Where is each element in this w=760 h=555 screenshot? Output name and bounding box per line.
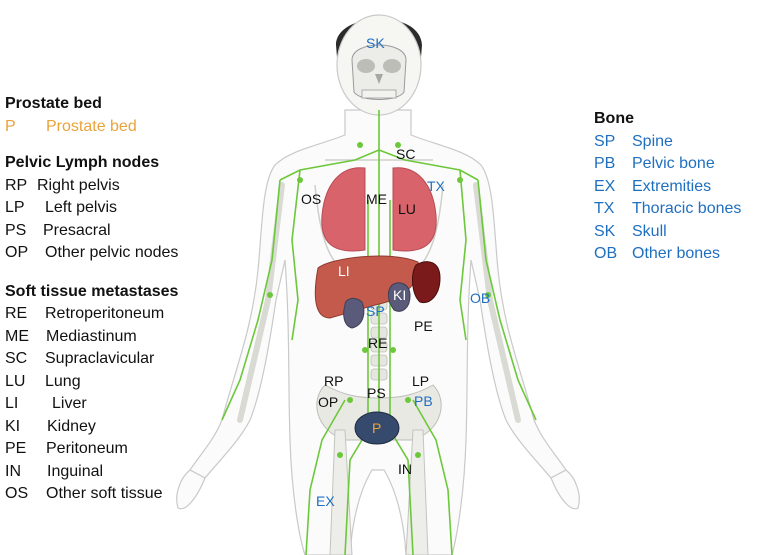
legend-row-ex: EX Extremities [594,176,741,199]
legend-name: Other pelvic nodes [45,244,179,261]
legend-heading-soft-tissue: Soft tissue metastases [5,282,179,300]
legend-heading-bone: Bone [594,110,634,127]
kidneys [343,282,411,329]
label-sk: SK [366,35,385,51]
legend-code: TX [594,200,615,217]
legend-code: EX [594,177,616,195]
legend-right: Bone SP Spine PB Pelvic bone EX Extremities… [594,108,741,266]
legend-name: Extremities [632,177,712,195]
label-ex: EX [316,493,335,509]
legend-row-in: IN Inguinal [5,461,178,484]
legend-code: OP [5,244,29,261]
legend-row-os: OS Other soft tissue [5,483,178,506]
legend-name: Spine [632,132,673,150]
label-lp: LP [412,373,429,389]
legend-name: Lung [45,372,81,390]
legend-row-op: OP Other pelvic nodes [5,242,178,265]
legend-code: KI [5,417,21,435]
legend-row-sk: SK Skull [594,221,741,244]
legend-name: Kidney [47,417,96,435]
legend-name: Retroperitoneum [45,305,165,322]
legend-row-me: ME Mediastinum [5,326,178,349]
legend-name: Presacral [43,221,111,239]
lymph-nodes [267,142,491,458]
legend-code: PE [5,440,27,457]
label-in: IN [398,461,412,477]
legend-name: Skull [632,222,667,240]
legend-code: PS [5,221,27,239]
legend-heading-pelvic-lymph-nodes: Pelvic Lymph nodes [5,154,160,171]
legend-row-tx: TX Thoracic bones [594,198,741,221]
legend-code: LI [5,395,19,412]
label-op: OP [318,394,338,410]
legend-row-li: LI Liver [5,393,178,416]
legend-row-re: RE Retroperitoneum [5,303,178,326]
label-me: ME [366,191,387,207]
legend-name: Left pelvis [45,199,118,216]
arm-bones [237,182,521,423]
legend-row-sc: SC Supraclavicular [5,348,178,371]
label-ob: OB [470,290,490,306]
label-ps: PS [367,385,386,401]
label-pb: PB [414,393,433,409]
legend-name: Peritoneum [46,440,128,457]
label-rp: RP [324,373,343,389]
lungs [321,167,437,252]
label-sc: SC [396,146,415,162]
legend-code: IN [5,462,21,480]
legend-code: LP [5,199,25,216]
head [336,14,422,116]
legend-heading-prostate-bed: Prostate bed [5,95,102,112]
legend-name: Inguinal [47,462,104,480]
legend-name: Liver [52,395,87,412]
label-re: RE [368,335,387,351]
label-os: OS [301,191,321,207]
legend-row-lu: LU Lung [5,371,178,394]
spleen [412,261,441,304]
legend-code: SP [594,132,616,150]
body-labels: SK SC OS ME LU TX LI KI OB SP PE RE RP L… [301,35,490,509]
legend-row-lp: LP Left pelvis [5,197,178,220]
liver [314,255,419,319]
legend-code: RP [5,176,28,194]
label-p: P [372,420,381,436]
legend-row-p: P Prostate bed [5,116,178,139]
legend-name: Other soft tissue [46,485,163,502]
legend-code: PB [594,155,616,172]
label-sp: SP [366,303,385,319]
legend-row-rp: RP Right pelvis [5,175,178,198]
label-pe: PE [414,318,433,334]
legend-code: OS [5,485,29,502]
legend-name: Thoracic bones [632,200,742,217]
legend-name: Right pelvis [37,176,120,194]
label-ki: KI [393,287,406,303]
legend-row-pb: PB Pelvic bone [594,153,741,176]
legend-row-ki: KI Kidney [5,416,178,439]
legend-row-ob: OB Other bones [594,243,741,266]
legend-code: OB [594,245,618,262]
prostate-bed [354,411,400,445]
legend-code: LU [5,372,26,390]
label-tx: TX [427,178,446,194]
label-li: LI [338,263,350,279]
legend-row-pe: PE Peritoneum [5,438,178,461]
legend-code: P [5,117,16,135]
legend-name: Mediastinum [46,327,137,345]
legend-row-ps: PS Presacral [5,220,178,243]
legend-left: Prostate bed P Prostate bed Pelvic Lymph … [5,93,178,506]
legend-code: RE [5,305,28,322]
label-lu: LU [398,201,416,217]
legend-name: Pelvic bone [632,155,715,172]
legend-code: SC [5,350,28,367]
legend-row-sp: SP Spine [594,131,741,154]
legend-name: Supraclavicular [45,350,155,367]
legend-code: SK [594,222,616,240]
legend-name: Other bones [632,245,721,262]
legend-code: ME [5,327,29,345]
legend-name: Prostate bed [46,117,137,135]
